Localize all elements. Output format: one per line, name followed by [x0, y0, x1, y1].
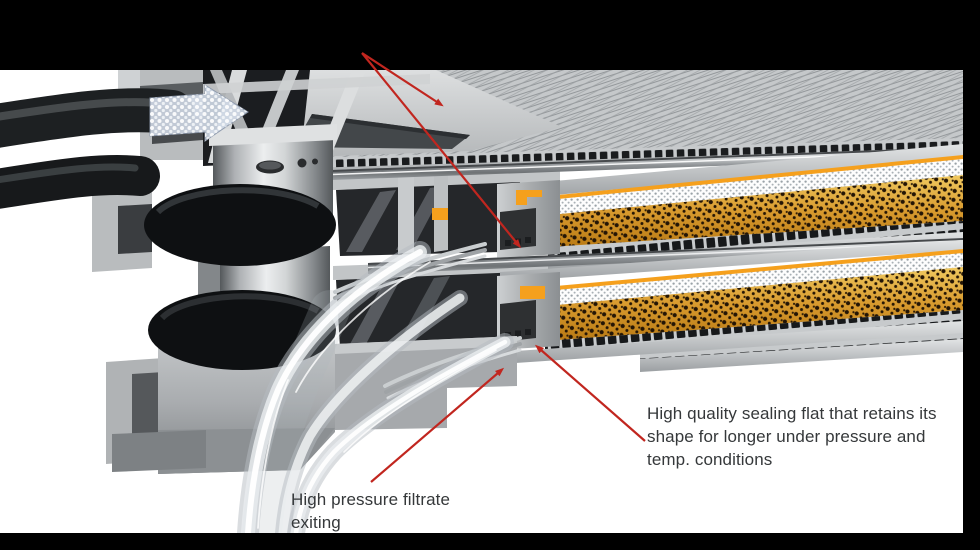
label-sealing-line1: High quality sealing flat that retains i…: [647, 404, 937, 423]
o-ring-seal-upper: [144, 184, 336, 266]
seal-cross-section-upper: [432, 208, 448, 220]
drainage-channel-1: [548, 221, 963, 259]
letterbox-bottom: [0, 533, 980, 550]
label-sealing-line3: temp. conditions: [647, 450, 773, 469]
water-stream: [237, 241, 514, 550]
seal-wrap-2: [520, 286, 545, 299]
label-sealing: High quality sealing flat that retains i…: [647, 402, 937, 471]
label-filtrate: High pressure filtrate exiting: [291, 488, 450, 534]
label-filtrate-line1: High pressure filtrate: [291, 490, 451, 509]
letterbox-right: [963, 70, 980, 533]
filter-element-2: [497, 240, 963, 364]
label-filtrate-line2: exiting: [291, 513, 341, 532]
flow-direction-arrow: [149, 84, 249, 142]
seal-orange-line-2: [545, 249, 963, 292]
fine-media-layer-2: [545, 253, 963, 306]
letterbox-top: [0, 0, 980, 70]
seal-orange-line-1: [548, 155, 963, 201]
label-sealing-line2: shape for longer under pressure and: [647, 427, 926, 446]
fine-media-layer-1: [548, 159, 963, 217]
feed-hose-2: [0, 155, 160, 209]
seal-wrap-1: [516, 190, 542, 205]
